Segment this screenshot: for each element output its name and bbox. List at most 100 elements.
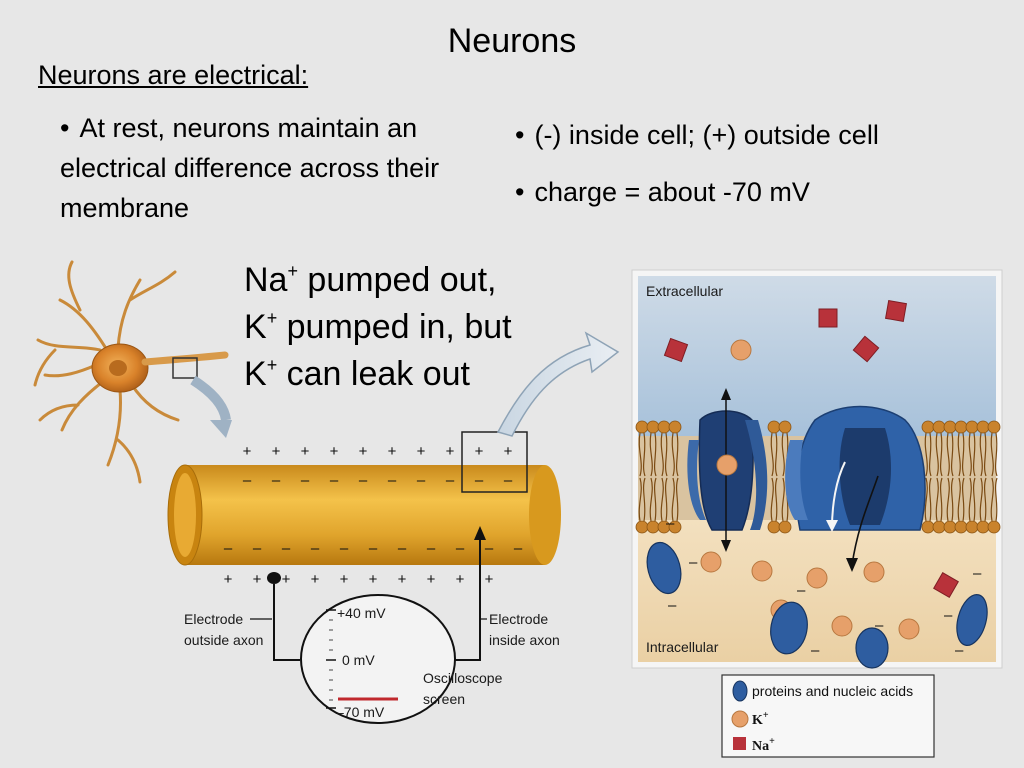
minus-sign: – (369, 540, 378, 557)
minus-sign: – (253, 540, 262, 557)
bullet-text: (-) inside cell; (+) outside cell (534, 120, 879, 150)
minus-sign: – (504, 472, 513, 489)
oscilloscope-screen: +40 mV 0 mV –70 mV (300, 594, 456, 724)
lipid-bilayer (635, 420, 1001, 534)
plus-sign: + (272, 443, 281, 460)
pump-line-na: Na+ pumped out, (244, 257, 512, 304)
scale-label-top: +40 mV (337, 605, 386, 621)
plus-sign: + (446, 443, 455, 460)
pump-line-k-leak: K+ can leak out (244, 351, 512, 398)
minus-sign: – (475, 472, 484, 489)
intracellular-label: Intracellular (646, 639, 719, 655)
label-line: outside axon (184, 632, 263, 648)
bullet-text: charge = about -70 mV (534, 177, 810, 207)
minus-sign: – (272, 472, 281, 489)
bullet-charge-value: • charge = about -70 mV (515, 172, 810, 212)
plus-sign: + (253, 571, 262, 588)
plus-sign: + (311, 571, 320, 588)
bullet-dot: • (515, 177, 525, 207)
potassium-ion (700, 551, 722, 573)
sodium-ion (818, 308, 838, 328)
bullet-charge-sides: •(-) inside cell; (+) outside cell (515, 115, 879, 155)
label-line: Electrode (184, 611, 243, 627)
ion-charge: + (266, 308, 278, 328)
protein-molecule (855, 627, 889, 669)
plus-sign: + (301, 443, 310, 460)
plus-sign: + (475, 443, 484, 460)
minus-sign: – (797, 582, 806, 599)
minus-sign: – (224, 540, 233, 557)
plus-sign: + (504, 443, 513, 460)
minus-sign: – (340, 540, 349, 557)
minus-sign: – (689, 554, 698, 571)
ion-charge: + (266, 355, 278, 375)
minus-sign: – (398, 540, 407, 557)
electrode-outside-label: Electrode outside axon (184, 611, 272, 648)
plus-sign: + (427, 571, 436, 588)
potassium-ion (806, 567, 828, 589)
pump-phrase: can leak out (277, 355, 470, 393)
oscilloscope-label: Oscilloscope screen (423, 670, 503, 707)
sodium-ion (884, 299, 908, 323)
membrane-legend: proteins and nucleic acids K+ Na+ (721, 674, 935, 758)
minus-sign: – (944, 607, 953, 624)
slide-subtitle: Neurons are electrical: (38, 60, 309, 90)
oscilloscope-ticks (326, 609, 336, 709)
minus-sign: – (666, 515, 675, 532)
potassium-ion (831, 615, 853, 637)
minus-sign: – (282, 540, 291, 557)
minus-sign: – (811, 642, 820, 659)
plus-sign: + (224, 571, 233, 588)
plus-sign: + (485, 571, 494, 588)
bullet-text: At rest, neurons maintain an electrical … (60, 113, 440, 223)
pump-text: Na+ pumped out, K+ pumped in, but K+ can… (244, 257, 512, 398)
protein-molecule (646, 541, 682, 595)
sodium-ion (933, 572, 959, 598)
potassium-ion (863, 561, 885, 583)
minus-sign: – (301, 472, 310, 489)
potassium-ion (898, 618, 920, 640)
sodium-ion (663, 337, 689, 363)
bullet-resting-difference: •At rest, neurons maintain an electrical… (60, 108, 480, 228)
plus-sign: + (388, 443, 397, 460)
plus-sign: + (243, 443, 252, 460)
plus-sign: + (456, 571, 465, 588)
axon-charge-signs: ++++++++++–––––––––––––––––––––+++++++++… (224, 443, 523, 588)
pump-phrase: pumped in, but (277, 308, 512, 346)
plus-sign: + (330, 443, 339, 460)
label-line: inside axon (489, 632, 560, 648)
ion-charge: + (287, 261, 298, 281)
extracellular-label: Extracellular (646, 283, 723, 299)
legend-sodium: Na+ (752, 736, 775, 754)
pump-line-k-in: K+ pumped in, but (244, 304, 512, 351)
potassium-ion (716, 454, 738, 476)
plus-sign: + (359, 443, 368, 460)
plus-sign: + (282, 571, 291, 588)
ion-symbol: K (244, 308, 267, 346)
plus-sign: + (398, 571, 407, 588)
zoom-arrow-axon (190, 375, 232, 438)
pump-phrase: pumped out, (297, 261, 497, 299)
minus-sign: – (311, 540, 320, 557)
slide-title: Neurons (447, 22, 577, 60)
plus-sign: + (417, 443, 426, 460)
potassium-legend-icon (731, 710, 749, 728)
minus-sign: – (446, 472, 455, 489)
membrane-ions (646, 299, 988, 669)
legend-proteins: proteins and nucleic acids (752, 683, 913, 699)
potassium-ion (730, 339, 752, 361)
scale-label-bottom: –70 mV (336, 704, 385, 720)
bullet-dot: • (60, 113, 70, 143)
outside-electrode-tip (267, 572, 281, 584)
minus-sign: – (875, 617, 884, 634)
protein-molecule (770, 601, 808, 655)
plus-sign: + (340, 571, 349, 588)
neuron-zoom-box (172, 357, 198, 379)
minus-sign: – (668, 597, 677, 614)
electrode-wires (267, 526, 486, 661)
neuron-illustration (33, 260, 229, 484)
protein-legend-icon (732, 680, 748, 702)
minus-sign: – (973, 565, 982, 582)
label-line: Electrode (489, 611, 548, 627)
